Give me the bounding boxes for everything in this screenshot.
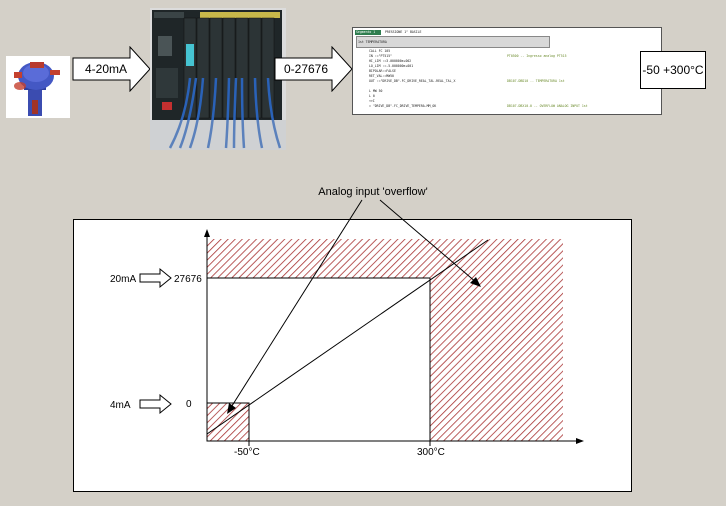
network-header-box (356, 36, 550, 48)
code-line: L MW 50 (369, 89, 383, 93)
scaling-line (206, 239, 489, 435)
ma-low-label: 4mA (110, 400, 131, 411)
code-line: CALL FC 105 (369, 49, 391, 53)
plc-rack-icon (150, 8, 286, 150)
overflow-pointer-right-head (470, 277, 481, 287)
overflow-region-right (430, 278, 563, 441)
overflow-pointer-left-head (227, 403, 236, 414)
temperature-sensor-icon (6, 56, 70, 118)
code-comment: DB107.DBD10 -- TEMPERATURA 1st (507, 79, 565, 83)
signal-label: 4-20mA (84, 62, 128, 76)
code-line: = "DRIVE_DB".FC_DRIVE_TEMPERA.MM_OK (369, 104, 437, 108)
network-title: PRESSIONE 1^ BASILE (385, 30, 422, 34)
x-tick-label-high: 300°C (417, 447, 445, 458)
x-axis-arrowhead (576, 438, 584, 444)
output-range-box: -50 +300°C (640, 51, 706, 89)
code-line: OUT :="DRIVE_DB".FC_DRIVE_REAL_TAL.REAL_… (369, 79, 456, 83)
network-tag: Segmento 1 (356, 30, 376, 34)
code-comment: DB107.DBX10.0 -- OVERFLOW ANALOG INPUT 1… (507, 104, 588, 108)
raw-value-arrow (274, 46, 353, 92)
y-tick-label-high: 27676 (174, 274, 202, 285)
ma-high-arrow (139, 267, 172, 289)
raw-value-label: 0-27676 (283, 62, 329, 76)
overflow-pointer-right (379, 199, 478, 284)
ma-low-arrow (139, 393, 172, 415)
code-line: IN :="PT515" (369, 54, 393, 58)
code-line: RET_VAL:=MW50 (369, 74, 394, 78)
code-comment: PT0500 -- Ingresso analog PT515 (507, 54, 567, 58)
y-tick-label-low: 0 (186, 399, 192, 410)
overflow-label: Analog input 'overflow' (318, 186, 428, 198)
overflow-pointer-left (229, 199, 363, 410)
ma-high-label: 20mA (110, 274, 136, 285)
code-line: <>I (369, 99, 375, 103)
y-axis-arrowhead (204, 229, 210, 237)
network-header-text: 1st TEMPERATURA (358, 40, 387, 44)
code-line: BIPOLAR:=FALSE (369, 69, 396, 73)
code-line: L 0 (369, 94, 375, 98)
overflow-region-top (207, 239, 563, 278)
code-line: LO_LIM :=-5.000000e+001 (369, 64, 414, 68)
signal-arrow (72, 46, 151, 92)
x-tick-label-low: -50°C (234, 447, 260, 458)
code-line: HI_LIM :=3.000000e+002 (369, 59, 412, 63)
